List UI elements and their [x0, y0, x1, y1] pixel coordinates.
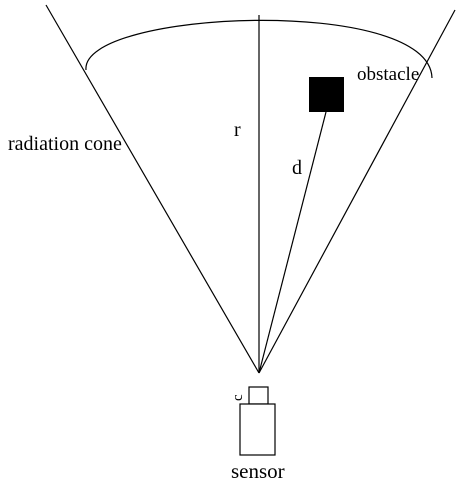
sensor-label: sensor — [231, 459, 285, 483]
distance-line — [258, 111, 327, 374]
obstacle-block — [309, 77, 344, 112]
radiation-cone-label: radiation cone — [8, 133, 122, 155]
cone-right-edge — [258, 9, 456, 374]
d-label: d — [292, 157, 302, 179]
cone-left-edge — [45, 4, 260, 374]
sensor-head — [248, 386, 269, 405]
cone-top-arc — [85, 19, 433, 79]
obstacle-label: obstacle — [357, 64, 419, 85]
r-label: r — [234, 119, 241, 141]
c-label: c — [230, 394, 246, 401]
sensor-body — [239, 403, 276, 456]
